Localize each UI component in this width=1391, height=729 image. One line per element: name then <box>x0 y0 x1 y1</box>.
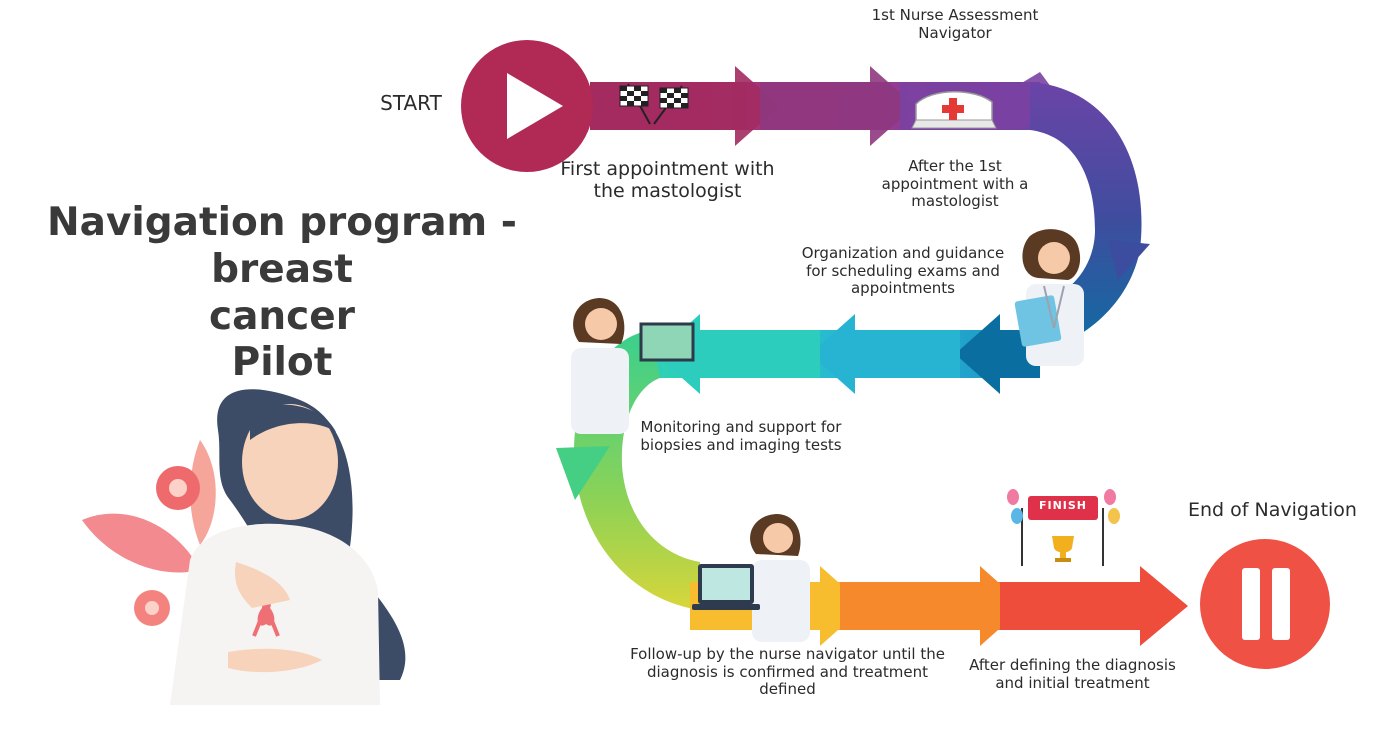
flower-icon <box>134 466 200 626</box>
step-organization: Organization and guidance for scheduling… <box>801 244 1005 298</box>
start-label: START <box>380 91 442 115</box>
middle-band <box>640 314 1040 394</box>
pause-icon <box>1242 568 1290 640</box>
end-label: End of Navigation <box>1188 499 1357 521</box>
ribbon-icon <box>252 602 280 637</box>
step-after-first: After the 1st appointment with a mastolo… <box>881 157 1029 211</box>
finish-banner <box>1007 489 1120 566</box>
checkered-flags-icon <box>619 83 689 125</box>
finish-banner-text: FINISH <box>1038 499 1088 512</box>
woman-illustration <box>82 389 406 705</box>
left-curve-arrowhead <box>556 446 610 500</box>
nurse-figure-3 <box>692 514 810 642</box>
right-curve <box>1030 82 1142 356</box>
start-button <box>461 40 593 172</box>
page-title: Navigation program - breast cancer Pilot <box>22 200 542 387</box>
nurse-figure-2 <box>571 298 695 434</box>
play-icon <box>507 73 563 139</box>
title-line-2: cancer <box>208 293 355 339</box>
step-follow-up: Follow-up by the nurse navigator until t… <box>630 645 945 699</box>
title-line-3: Pilot <box>231 340 333 386</box>
balloon-icon <box>1007 489 1120 524</box>
end-button <box>1200 539 1330 669</box>
step-monitoring: Monitoring and support for biopsies and … <box>640 418 842 454</box>
step-after-defining: After defining the diagnosis and initial… <box>969 656 1176 692</box>
step-nurse-assessment: 1st Nurse Assessment Navigator <box>871 6 1039 42</box>
nurse-cap-icon <box>911 91 997 129</box>
trophy-icon <box>1052 536 1074 562</box>
nurse-figure-1 <box>1014 229 1084 366</box>
bottom-band <box>690 566 1188 646</box>
step-first-appointment: First appointment with the mastologist <box>560 158 775 203</box>
curve-arrowhead <box>1108 240 1150 280</box>
title-line-1: Navigation program - breast <box>47 200 517 292</box>
